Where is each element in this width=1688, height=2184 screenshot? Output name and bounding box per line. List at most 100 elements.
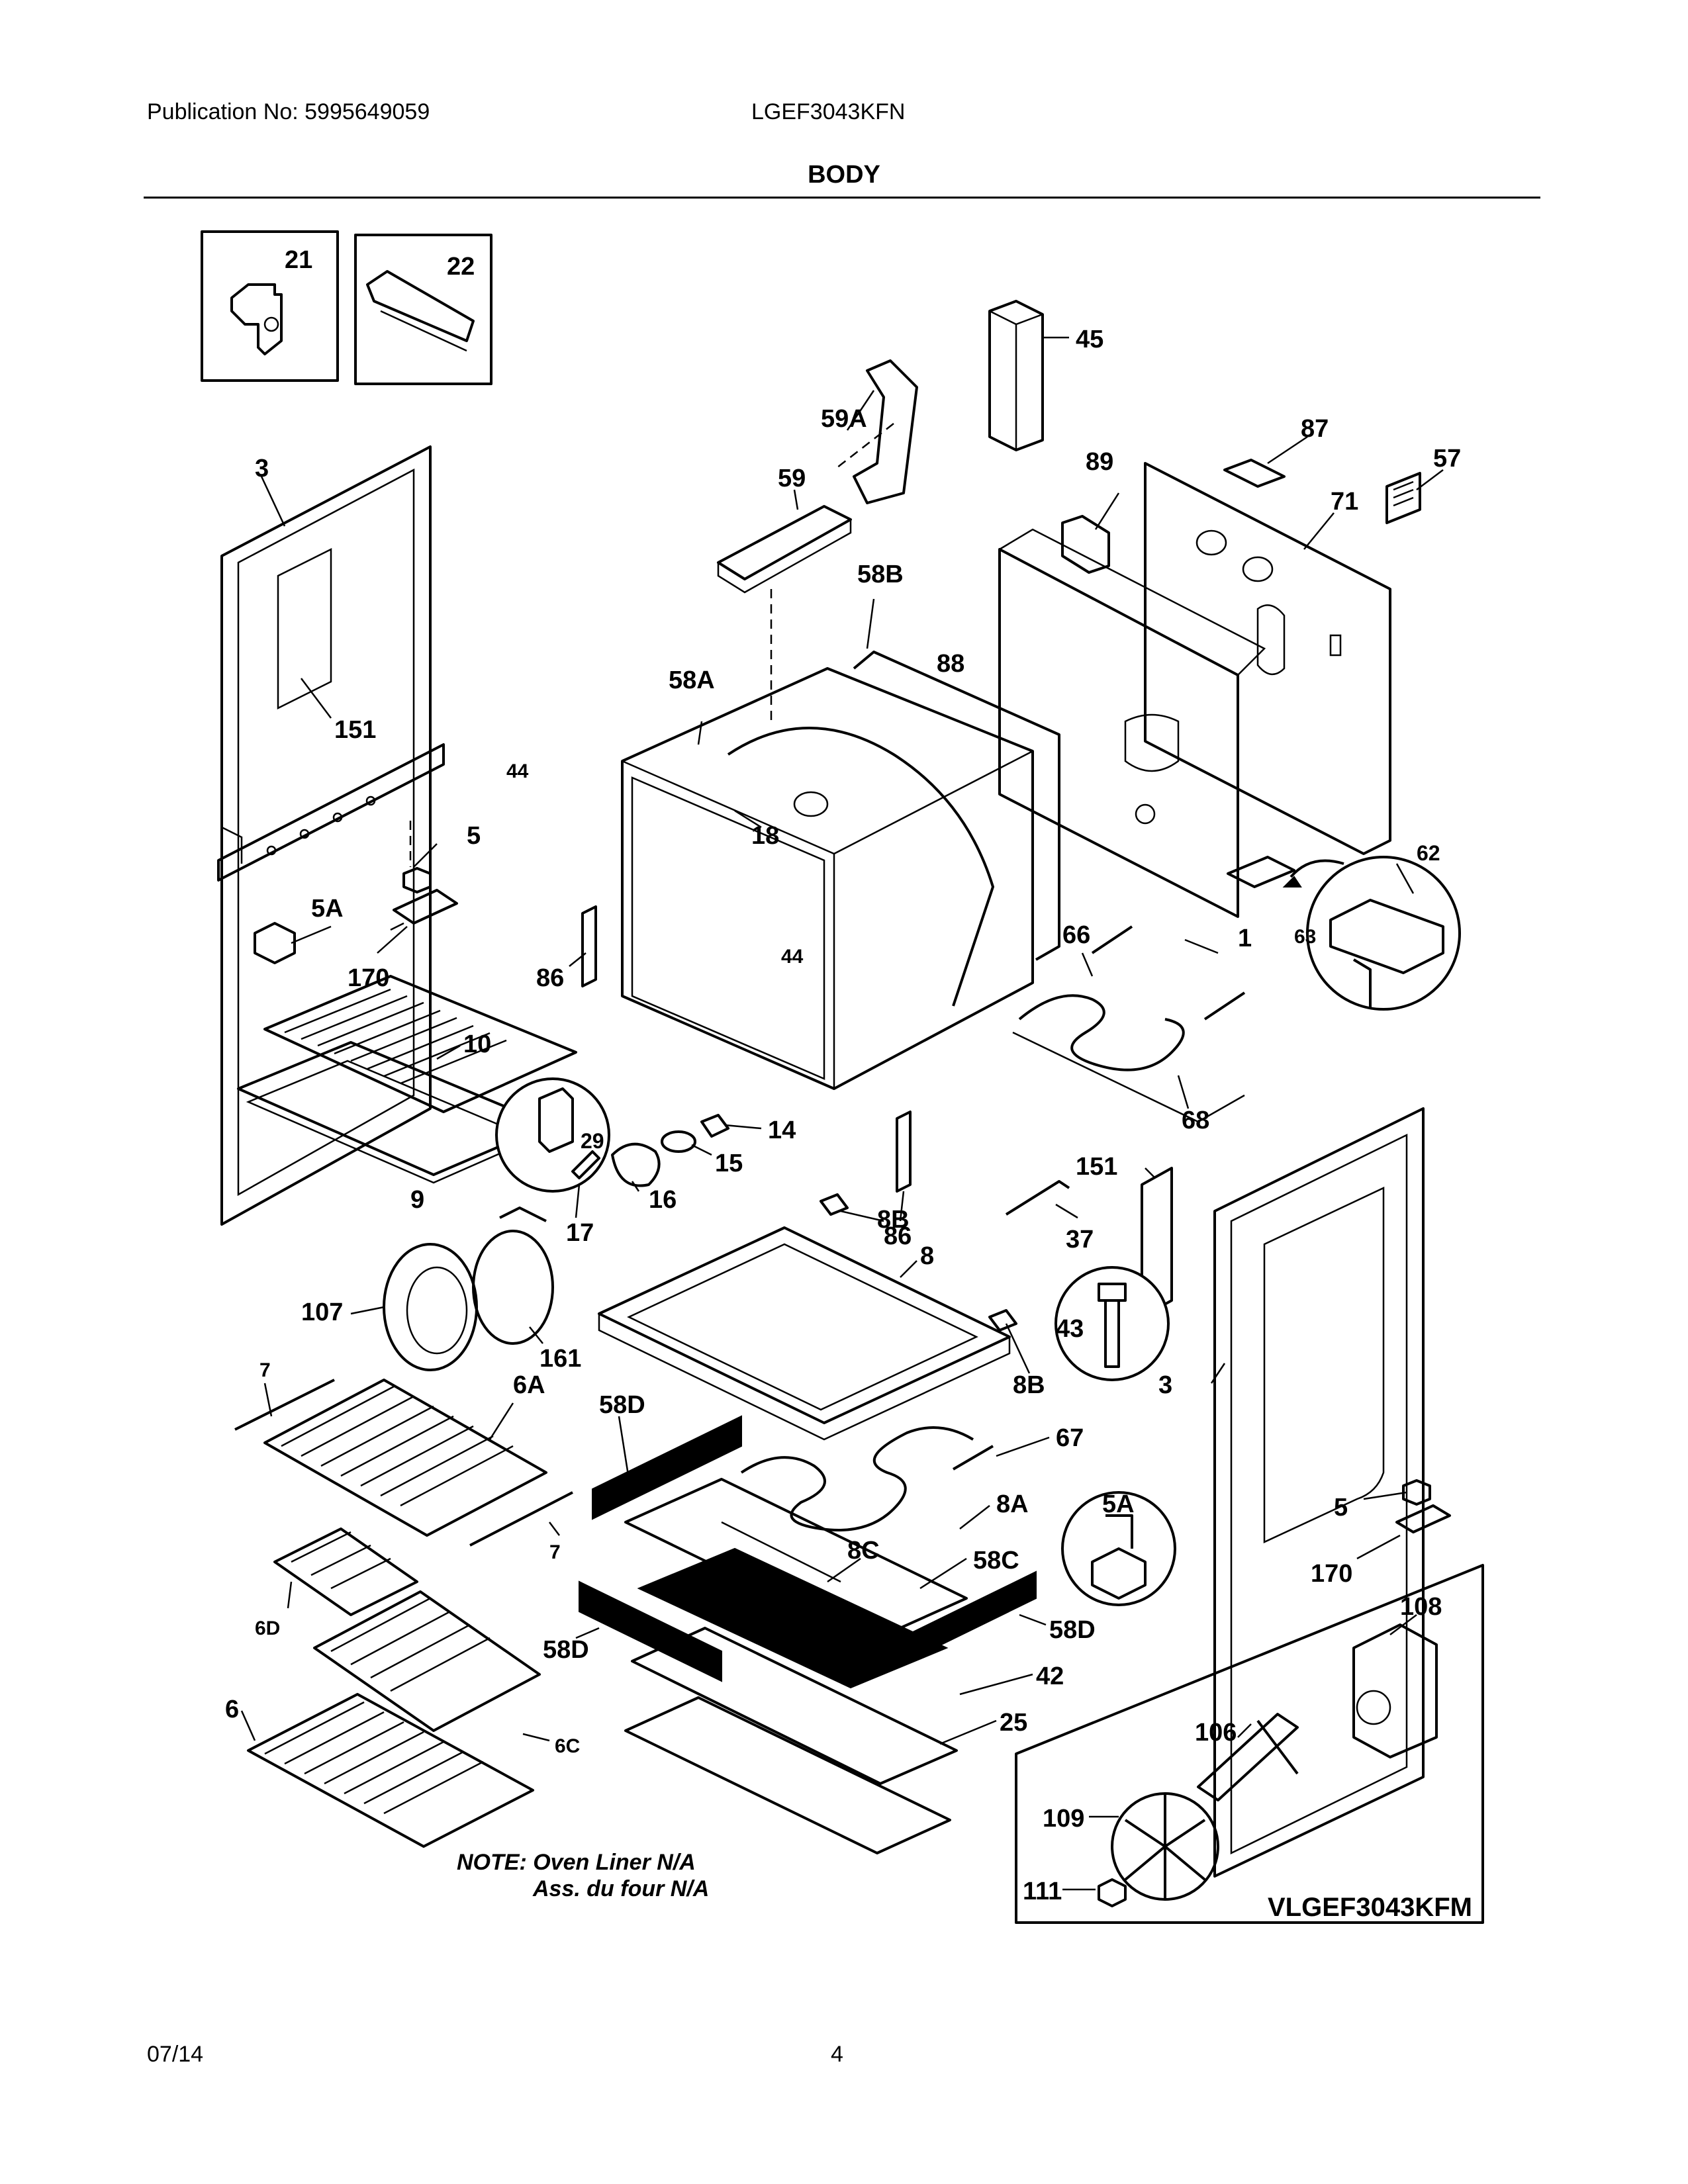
part-170-bracket-right [1395, 1504, 1451, 1533]
callout-21: 21 [285, 246, 312, 274]
oven-liner-note-line1: NOTE: Oven Liner N/A [457, 1850, 696, 1875]
part-43-screw-detail [1055, 1266, 1170, 1381]
callout-58d-right: 58D [1049, 1616, 1096, 1644]
part-7-rack-slide-right [469, 1491, 573, 1547]
callout-44-mid: 44 [781, 946, 804, 968]
model-number: LGEF3043KFN [751, 99, 906, 124]
callout-45: 45 [1076, 326, 1103, 353]
part-59-duct [717, 505, 852, 721]
part-58b-insulation [853, 651, 1060, 961]
part-5-hinge-left [402, 821, 432, 893]
callout-5-left: 5 [467, 822, 481, 850]
part-170-bracket-left [390, 889, 458, 931]
callout-58d-top: 58D [599, 1391, 645, 1419]
page-title: BODY [808, 161, 880, 189]
callout-6a: 6A [513, 1371, 545, 1399]
callout-86-top: 86 [536, 964, 564, 992]
part-1-rear-panel [998, 528, 1266, 918]
part-89-bracket [1061, 515, 1110, 574]
callout-87: 87 [1301, 415, 1329, 443]
part-8b-clip-top [820, 1193, 849, 1216]
callout-3-left: 3 [255, 455, 269, 482]
callout-59: 59 [778, 465, 806, 492]
part-58d-insulation-right [880, 1570, 1037, 1676]
part-58d-insulation-top [592, 1415, 742, 1520]
part-6c-rack [313, 1590, 541, 1732]
callout-71: 71 [1331, 488, 1358, 516]
part-106-shaft [1197, 1713, 1299, 1801]
callout-22: 22 [447, 253, 475, 281]
oven-liner-note-line2: Ass. du four N/A [532, 1876, 709, 1901]
part-111-nut [1098, 1878, 1127, 1907]
part-151-bracket-right [1141, 1167, 1173, 1318]
part-86-hinge-bracket-right [896, 1111, 912, 1193]
part-58c-insulation [637, 1547, 949, 1689]
callout-18: 18 [751, 822, 779, 850]
callout-106: 106 [1195, 1719, 1237, 1747]
callout-151-left: 151 [334, 716, 376, 744]
callout-111: 111 [1023, 1878, 1062, 1905]
part-6a-rack [263, 1379, 547, 1537]
part-5a-hinge-detail [1061, 1491, 1176, 1606]
part-15-bulb [661, 1130, 696, 1153]
callout-170-right: 170 [1311, 1560, 1352, 1588]
part-57-cover [1385, 472, 1421, 524]
callout-7-right: 7 [549, 1541, 561, 1563]
part-68-shield [1012, 1031, 1245, 1123]
callout-17: 17 [566, 1219, 594, 1247]
part-107-fan-cover [383, 1243, 478, 1371]
callout-8b-bottom: 8B [1013, 1371, 1045, 1399]
callout-89: 89 [1086, 448, 1113, 476]
callout-16: 16 [649, 1186, 677, 1214]
part-3-right-side-panel [1213, 1107, 1425, 1878]
variant-model-label: VLGEF3043KFM [1268, 1893, 1472, 1922]
callout-14: 14 [768, 1116, 796, 1144]
callout-57: 57 [1433, 445, 1461, 473]
part-42-panel [631, 1627, 958, 1785]
callout-8: 8 [920, 1242, 934, 1270]
part-66-bake-element [1018, 925, 1246, 1071]
callout-5-right: 5 [1334, 1494, 1348, 1522]
part-7-rack-slide-left [234, 1379, 335, 1431]
part-71-back-panel [1144, 462, 1391, 855]
callout-58c: 58C [973, 1547, 1019, 1574]
callout-1: 1 [1238, 925, 1252, 952]
part-25-panel [624, 1696, 951, 1854]
callout-109: 109 [1043, 1805, 1084, 1833]
callout-63: 63 [1294, 926, 1316, 948]
convection-fan-inset [1015, 1564, 1484, 1924]
callout-37: 37 [1066, 1226, 1094, 1253]
callout-15: 15 [715, 1150, 743, 1177]
callout-43: 43 [1056, 1315, 1084, 1343]
callout-58d-left: 58D [543, 1636, 589, 1664]
callout-44-top: 44 [506, 760, 529, 782]
part-8-oven-bottom [598, 1226, 1011, 1441]
callout-8c: 8C [847, 1537, 880, 1565]
part-109-fan-blade [1111, 1792, 1219, 1901]
part-87-bracket [1223, 459, 1286, 488]
callout-5a-right: 5A [1102, 1490, 1135, 1518]
callout-5a-left: 5A [311, 895, 344, 923]
callout-59a: 59A [821, 405, 867, 433]
part-45-bracket [988, 300, 1069, 451]
part-6-rack [247, 1693, 534, 1848]
callout-86-bottom: 86 [884, 1222, 912, 1250]
callout-151-right: 151 [1076, 1153, 1117, 1181]
part-6d-half-rack [273, 1527, 418, 1616]
part-16-lens [611, 1142, 661, 1187]
callout-6: 6 [225, 1696, 239, 1723]
part-62-terminal-block-detail [1227, 856, 1461, 1011]
part-5a-hinge-left [254, 922, 296, 964]
part-86-hinge-bracket-left [581, 905, 597, 987]
callout-29: 29 [581, 1129, 604, 1153]
part-59a-duct [833, 359, 918, 504]
callout-67: 67 [1056, 1424, 1084, 1452]
callout-107: 107 [301, 1298, 343, 1326]
callout-58a: 58A [669, 666, 715, 694]
leader-lines [240, 390, 1444, 1891]
callout-10: 10 [463, 1030, 491, 1058]
callout-8b-top: 8B [877, 1206, 910, 1234]
callout-161: 161 [539, 1345, 581, 1373]
part-22-inset [354, 234, 492, 385]
